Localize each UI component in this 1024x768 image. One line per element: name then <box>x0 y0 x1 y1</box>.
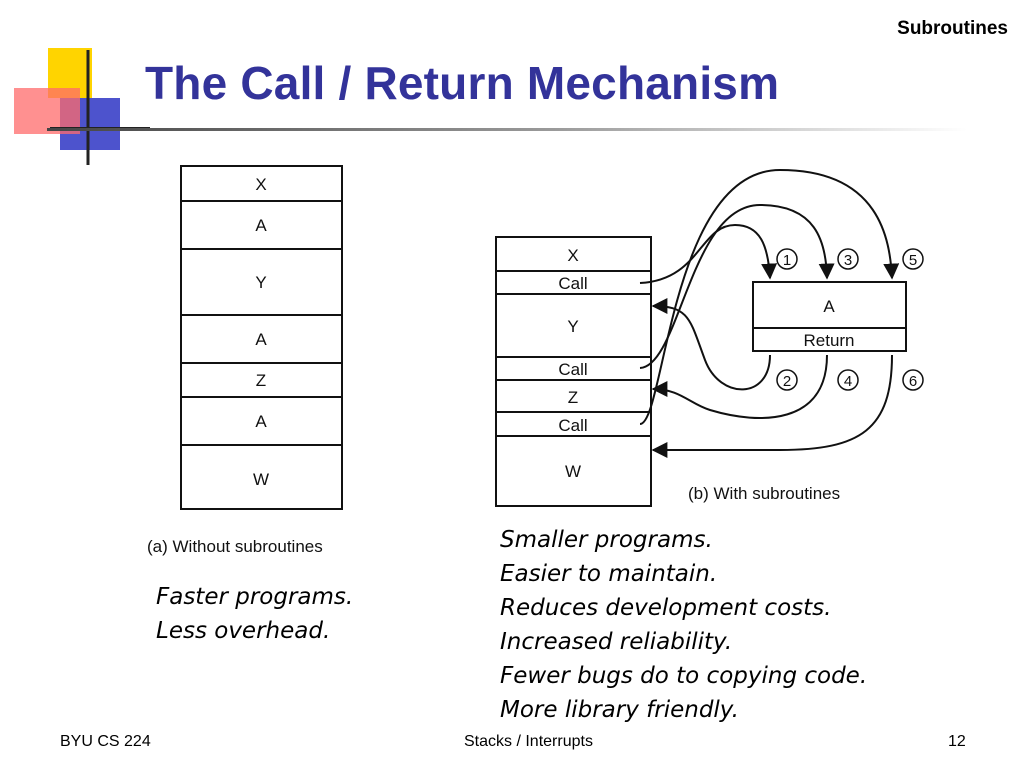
right-block-label: Call <box>558 360 587 379</box>
step-marker-label: 6 <box>909 373 917 390</box>
section-tag: Subroutines <box>897 18 1008 39</box>
step-markers: 1 2 3 4 5 6 <box>776 248 924 391</box>
right-diagram-caption: (b) With subroutines <box>688 484 840 503</box>
step-marker-label: 1 <box>783 252 791 269</box>
right-block-label: Z <box>568 388 578 407</box>
notes-left: Faster programs. Less overhead. <box>156 580 353 648</box>
note-line: More library friendly. <box>500 697 739 723</box>
subroutine-return-label: Return <box>803 331 854 350</box>
left-block-label: A <box>255 216 267 235</box>
right-block-label: Call <box>558 274 587 293</box>
left-block-label: Z <box>256 371 266 390</box>
slide-title: The Call / Return Mechanism <box>145 57 780 109</box>
note-line: Faster programs. <box>156 584 354 610</box>
left-block-label: W <box>253 470 269 489</box>
left-code-stack: X A Y A Z A W <box>180 165 343 510</box>
flow-arrows <box>639 168 900 458</box>
left-block-label: A <box>255 412 267 431</box>
right-block-label: Call <box>558 416 587 435</box>
footer-left: BYU CS 224 <box>60 733 151 750</box>
step-marker-label: 5 <box>909 252 917 269</box>
right-block-label: X <box>567 246 578 265</box>
note-line: Reduces development costs. <box>500 595 832 621</box>
step-marker-label: 2 <box>783 373 791 390</box>
right-block-label: W <box>565 462 581 481</box>
notes-right: Smaller programs. Easier to maintain. Re… <box>500 523 867 727</box>
step-marker-label: 3 <box>844 252 852 269</box>
footer-center: Stacks / Interrupts <box>464 733 593 750</box>
subroutine-name: A <box>823 297 835 316</box>
note-line: Increased reliability. <box>500 629 733 655</box>
left-block-label: Y <box>255 273 266 292</box>
title-divider <box>47 128 967 131</box>
note-line: Less overhead. <box>156 618 331 644</box>
subroutine-box: A Return <box>752 281 907 352</box>
note-line: Smaller programs. <box>500 527 713 553</box>
left-diagram-caption: (a) Without subroutines <box>147 537 323 556</box>
right-block-label: Y <box>567 317 578 336</box>
left-block-label: X <box>255 175 266 194</box>
step-marker-label: 4 <box>844 373 852 390</box>
right-code-stack: X Call Y Call Z Call W <box>495 236 652 507</box>
left-block-label: A <box>255 330 267 349</box>
note-line: Easier to maintain. <box>500 561 718 587</box>
note-line: Fewer bugs do to copying code. <box>500 663 868 689</box>
footer-page-number: 12 <box>948 733 966 750</box>
